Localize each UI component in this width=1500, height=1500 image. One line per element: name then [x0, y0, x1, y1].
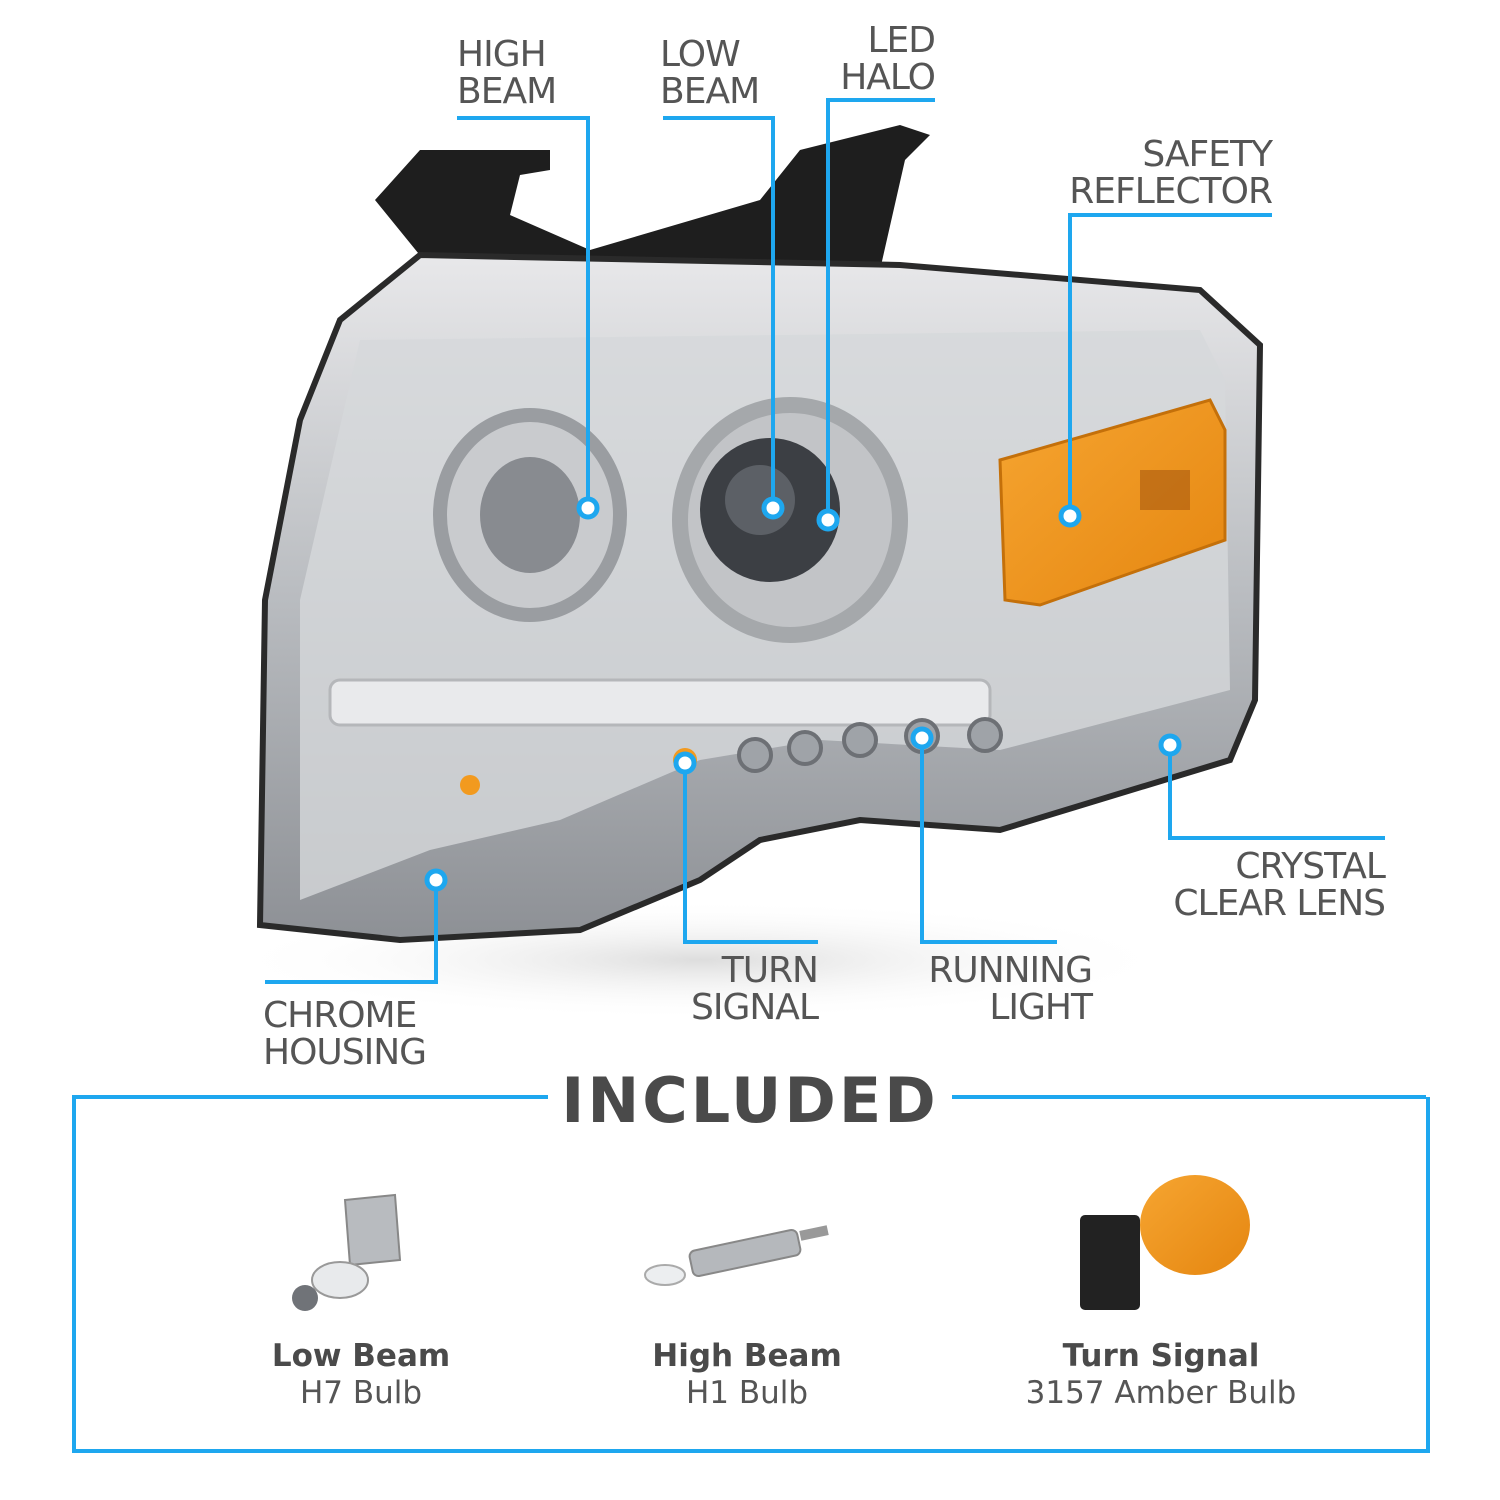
included-box [72, 1097, 1430, 1453]
label-line: SIGNAL [691, 987, 819, 1028]
running-light-leds [737, 717, 1003, 773]
label-line: BEAM [660, 71, 760, 112]
callout-line-turn-signal [683, 763, 818, 944]
label-line: SAFETY [1142, 134, 1273, 175]
item-detail: H1 Bulb [685, 1375, 809, 1411]
callout-dot-high-beam [576, 496, 600, 520]
amber-reflector [998, 398, 1227, 607]
label-line: HIGH [457, 34, 547, 75]
callout-line-safety-reflector [1068, 213, 1272, 516]
h1-bulb-image [644, 1225, 829, 1286]
callout-line-running-light [920, 738, 1057, 944]
callout-dot-running-light [910, 726, 934, 750]
included-box-top-left [72, 1095, 548, 1099]
item-detail: 3157 Amber Bulb [1025, 1375, 1297, 1411]
label-line: HOUSING [263, 1032, 427, 1073]
callout-line-chrome-housing [265, 880, 438, 984]
item-name: High Beam [652, 1338, 842, 1374]
label-line: RUNNING [928, 950, 1093, 991]
callout-dot-crystal-lens [1158, 733, 1182, 757]
callout-dot-led-halo [816, 508, 840, 532]
included-title: INCLUDED [561, 1064, 939, 1137]
label-line: LOW [660, 34, 741, 75]
callout-line-crystal-lens [1168, 745, 1385, 840]
label-line: CRYSTAL [1235, 846, 1386, 887]
label-line: REFLECTOR [1069, 171, 1273, 212]
3157-amber-bulb-image [1080, 1175, 1250, 1310]
h7-bulb-image [292, 1193, 402, 1311]
label-line: TURN [721, 950, 819, 991]
callout-dot-turn-signal [673, 751, 697, 775]
item-detail: H7 Bulb [299, 1375, 423, 1411]
callout-line-low-beam [663, 116, 775, 508]
label-line: CLEAR LENS [1173, 883, 1386, 924]
label-line: BEAM [457, 71, 557, 112]
callout-line-high-beam [457, 116, 590, 508]
label-line: CHROME [263, 995, 417, 1036]
label-line: HALO [840, 57, 936, 98]
callout-dot-low-beam [761, 496, 785, 520]
label-line: LIGHT [989, 987, 1093, 1028]
included-box-top-right [952, 1095, 1426, 1099]
callout-dot-chrome-housing [424, 868, 448, 892]
item-name: Turn Signal [1062, 1338, 1260, 1374]
callout-dot-safety-reflector [1058, 504, 1082, 528]
item-name: Low Beam [271, 1338, 451, 1374]
callout-line-led-halo [826, 98, 935, 520]
label-line: LED [867, 20, 936, 61]
